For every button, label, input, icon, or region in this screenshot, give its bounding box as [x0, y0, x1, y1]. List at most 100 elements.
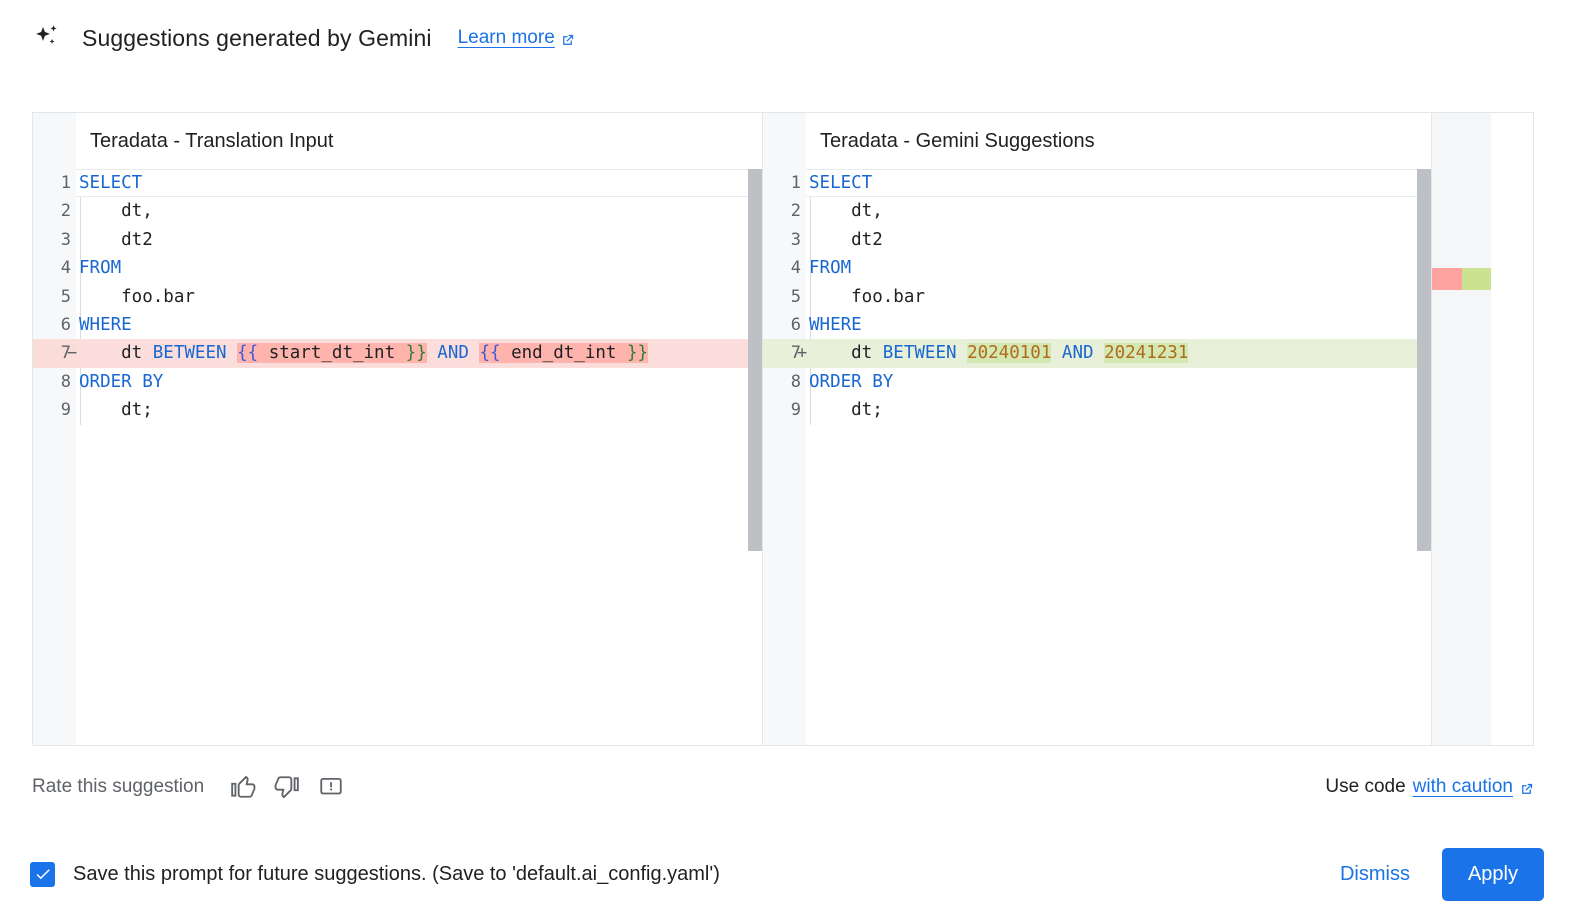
code-line[interactable]: dt BETWEEN {{ start_dt_int }} AND {{ end… [76, 339, 762, 368]
code-token: dt [79, 343, 153, 364]
line-number-gutter-left: 1 2 3 4 5 6 7− 8 9 [33, 113, 77, 745]
with-caution-link[interactable]: with caution [1413, 776, 1534, 798]
gutter-spacer [763, 113, 806, 169]
code-token: dt; [809, 400, 883, 421]
code-token: WHERE [809, 314, 862, 335]
code-token: AND [437, 343, 469, 364]
line-number: 2 [60, 201, 71, 222]
overview-marker-added [1462, 268, 1491, 290]
code-token [957, 343, 968, 363]
code-line[interactable]: ORDER BY [76, 368, 762, 396]
code-line[interactable]: FROM [76, 254, 762, 282]
code-token: ORDER BY [79, 371, 164, 392]
code-token: dt2 [809, 229, 883, 250]
save-prompt-row: Save this prompt for future suggestions.… [30, 861, 720, 887]
apply-button[interactable]: Apply [1441, 847, 1544, 901]
code-token: start_dt_int [258, 343, 406, 364]
code-token: }} [405, 343, 427, 364]
use-code-prefix: Use code [1325, 776, 1406, 797]
code-line[interactable]: ORDER BY [806, 368, 1491, 396]
line-number: 4 [790, 258, 801, 279]
code-token [469, 343, 480, 363]
code-token: end_dt_int [500, 343, 627, 364]
rate-label: Rate this suggestion [32, 776, 205, 797]
line-number: 9 [790, 400, 801, 421]
with-caution-label: with caution [1412, 776, 1513, 797]
code-area-right[interactable]: Teradata - Gemini Suggestions SELECT dt,… [806, 113, 1491, 745]
rate-controls: Rate this suggestion [32, 770, 358, 804]
code-line[interactable]: WHERE [76, 311, 762, 339]
code-line[interactable]: FROM [806, 254, 1491, 282]
rate-bar: Rate this suggestion Use code with cauti… [32, 762, 1534, 812]
code-token: BETWEEN [882, 343, 957, 364]
line-number: 6 [60, 314, 71, 335]
line-number: 3 [790, 229, 801, 250]
code-line[interactable]: SELECT [76, 169, 762, 198]
scrollbar-thumb[interactable] [748, 169, 762, 551]
code-area-left[interactable]: Teradata - Translation Input SELECT dt, … [76, 113, 762, 745]
footer-actions: Dismiss Apply [1322, 847, 1544, 901]
line-number: 5 [790, 286, 801, 307]
code-line[interactable]: SELECT [806, 169, 1491, 198]
code-token: foo.bar [79, 286, 195, 307]
line-number: 1 [790, 173, 801, 193]
code-line[interactable]: foo.bar [806, 283, 1491, 311]
code-token: {{ [237, 343, 259, 364]
code-token [227, 343, 238, 363]
code-line[interactable]: dt BETWEEN 20240101 AND 20241231 [806, 339, 1491, 368]
line-number: 3 [60, 229, 71, 250]
code-token: SELECT [809, 173, 873, 193]
code-line[interactable]: dt, [76, 197, 762, 225]
dismiss-button[interactable]: Dismiss [1322, 853, 1428, 896]
code-token: dt2 [79, 229, 153, 250]
line-number: 4 [60, 258, 71, 279]
pane-title-left: Teradata - Translation Input [76, 113, 762, 169]
code-token: dt [809, 343, 883, 364]
diff-pane-left: 1 2 3 4 5 6 7− 8 9 Teradata - Translation Input … [33, 113, 762, 745]
learn-more-label: Learn more [457, 27, 555, 48]
code-token: }} [626, 343, 649, 364]
diff-overview-ruler[interactable] [1431, 113, 1491, 745]
line-number: 8 [60, 371, 71, 392]
gutter-spacer [33, 113, 76, 169]
thumb-up-icon[interactable] [226, 770, 260, 804]
code-token: 20240101 [967, 343, 1052, 364]
suggestions-header: Suggestions generated by Gemini Learn mo… [0, 0, 1574, 51]
report-feedback-icon[interactable] [314, 770, 348, 804]
line-number: 5 [60, 286, 71, 307]
code-line[interactable]: dt2 [76, 226, 762, 254]
line-number: 2 [790, 201, 801, 222]
code-line[interactable]: dt; [76, 396, 762, 424]
code-line[interactable]: dt2 [806, 226, 1491, 254]
code-token: foo.bar [809, 286, 925, 307]
indent-guide [810, 169, 811, 425]
scrollbar-thumb[interactable] [1417, 169, 1431, 551]
check-icon [36, 869, 50, 880]
code-token: WHERE [79, 314, 132, 335]
pane-title-right: Teradata - Gemini Suggestions [806, 113, 1491, 169]
line-number: 7− [33, 339, 77, 368]
code-line[interactable]: WHERE [806, 311, 1491, 339]
footer-bar: Save this prompt for future suggestions.… [30, 846, 1544, 902]
vertical-scrollbar-left[interactable] [748, 113, 762, 745]
vertical-scrollbar-right[interactable] [1417, 113, 1431, 745]
external-link-icon [560, 32, 575, 47]
code-token [1094, 343, 1105, 363]
line-number: 9 [60, 400, 71, 421]
diff-viewer: 1 2 3 4 5 6 7− 8 9 Teradata - Translation Input … [32, 112, 1534, 746]
code-token: dt, [809, 201, 883, 222]
code-token: 20241231 [1104, 343, 1189, 364]
code-token: dt, [79, 201, 153, 222]
code-line[interactable]: foo.bar [76, 283, 762, 311]
code-line[interactable]: dt; [806, 396, 1491, 424]
code-token [427, 343, 438, 363]
save-prompt-checkbox[interactable] [30, 861, 55, 887]
learn-more-link[interactable]: Learn more [458, 27, 575, 49]
save-prompt-label: Save this prompt for future suggestions.… [73, 862, 720, 885]
thumb-down-icon[interactable] [270, 770, 304, 804]
line-number: 1 [60, 173, 71, 193]
code-token: dt; [79, 400, 153, 421]
code-line[interactable]: dt, [806, 197, 1491, 225]
